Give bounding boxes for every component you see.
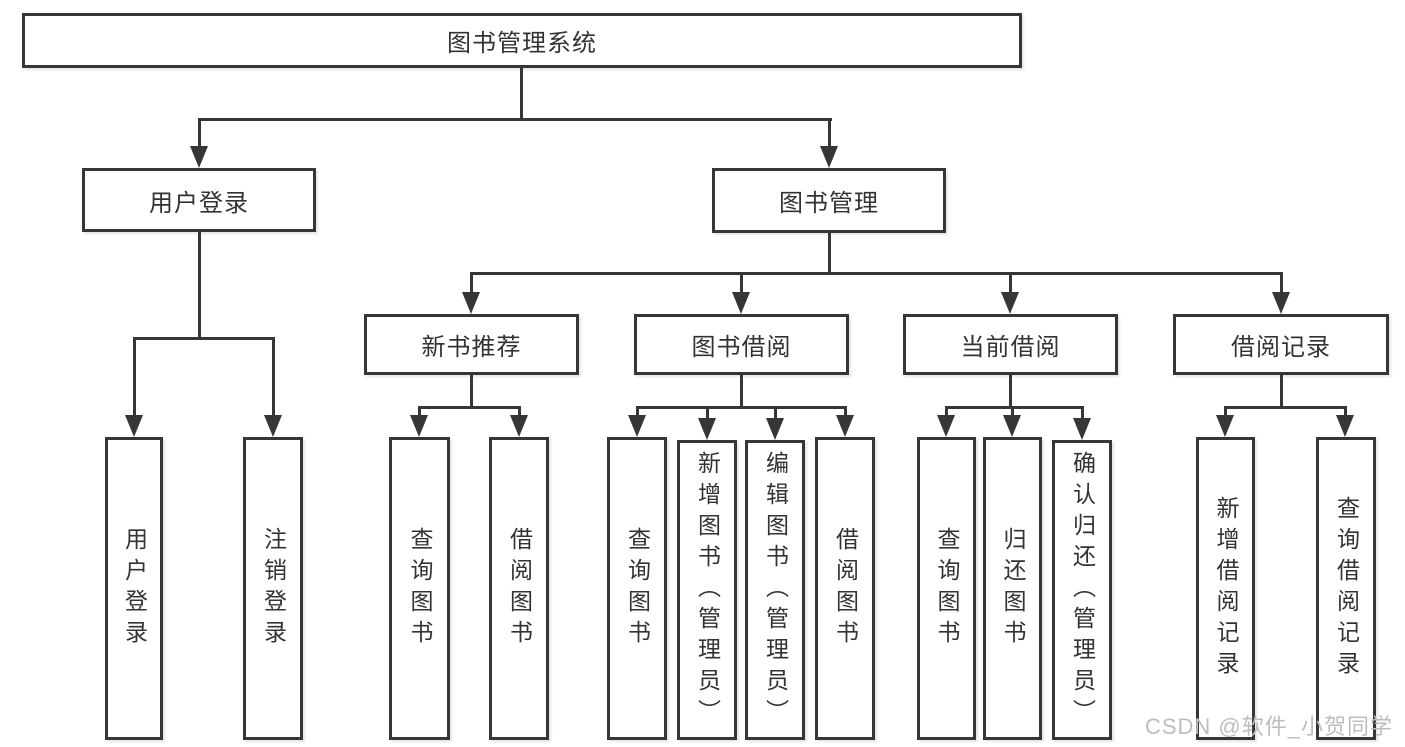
connector-stub — [133, 337, 136, 417]
leaf-label: 新增借阅记录 — [1213, 495, 1239, 682]
arrowhead-icon — [1336, 415, 1354, 437]
leaf-return-books: 归还图书 — [983, 437, 1042, 740]
node-current-borrowing: 当前借阅 — [903, 314, 1118, 375]
leaf-confirm-return-admin: 确认归还（管理员） — [1052, 440, 1112, 740]
arrowhead-icon — [264, 415, 282, 437]
arrowhead-icon — [698, 418, 716, 440]
leaf-query-borrow-record: 查询借阅记录 — [1316, 437, 1376, 740]
arrowhead-icon — [510, 415, 528, 437]
leaf-borrow-books-recommend: 借阅图书 — [489, 437, 549, 740]
node-new-book-recommend: 新书推荐 — [364, 314, 579, 375]
node-borrow-records: 借阅记录 — [1173, 314, 1389, 375]
node-label: 图书借阅 — [691, 334, 792, 361]
arrowhead-icon — [820, 146, 838, 168]
leaf-label: 编辑图书（管理员） — [762, 450, 789, 730]
node-book-borrowing: 图书借阅 — [634, 314, 849, 375]
connector-stub — [518, 406, 521, 418]
arrowhead-icon — [1003, 415, 1021, 437]
leaf-query-books-borrow: 查询图书 — [607, 437, 667, 740]
leaf-borrow-books: 借阅图书 — [815, 437, 875, 740]
leaf-label: 查询图书 — [407, 526, 433, 651]
leaf-label: 注销登录 — [260, 526, 287, 651]
node-label: 用户登录 — [149, 189, 249, 217]
connector-stub — [945, 406, 948, 418]
leaf-label: 用户登录 — [121, 526, 148, 651]
leaf-edit-book-admin: 编辑图书（管理员） — [745, 440, 805, 740]
arrowhead-icon — [1216, 415, 1234, 437]
connector-new-book-stem — [470, 375, 473, 406]
connector-stub — [844, 406, 847, 418]
connector-current-borrow-stem — [1009, 375, 1012, 406]
connector-stub — [418, 406, 421, 418]
node-label: 图书管理 — [779, 190, 879, 217]
connector-book-borrow-stem — [740, 375, 743, 406]
connector-stub — [1344, 406, 1347, 418]
leaf-label: 借阅图书 — [832, 526, 859, 651]
arrowhead-icon — [628, 415, 646, 437]
leaf-label: 归还图书 — [1000, 526, 1026, 651]
leaf-label: 确认归还（管理员） — [1069, 450, 1096, 730]
connector-stub — [636, 406, 639, 418]
leaf-query-books-recommend: 查询图书 — [389, 437, 450, 740]
arrowhead-icon — [836, 415, 854, 437]
node-label: 当前借阅 — [960, 334, 1061, 361]
connector-level1-rail — [198, 118, 832, 121]
connector-new-book-rail — [418, 406, 521, 409]
arrowhead-icon — [937, 415, 955, 437]
connector-stub — [706, 406, 709, 418]
connector-stub — [1224, 406, 1227, 418]
node-label: 图书管理系统 — [447, 30, 597, 57]
connector-root-stem — [520, 68, 523, 118]
node-label: 新书推荐 — [421, 334, 522, 361]
connector-stub — [272, 337, 275, 417]
leaf-add-book-admin: 新增图书（管理员） — [677, 440, 737, 740]
connector-borrow-records-rail — [1224, 406, 1347, 409]
connector-book-mgmt-stem — [828, 233, 831, 272]
connector-level3-rail — [470, 272, 1282, 275]
node-user-login-branch: 用户登录 — [82, 168, 316, 232]
node-library-management-system: 图书管理系统 — [22, 13, 1022, 68]
leaf-logout: 注销登录 — [243, 437, 303, 740]
node-label: 借阅记录 — [1231, 334, 1331, 361]
arrowhead-icon — [462, 292, 480, 314]
arrowhead-icon — [190, 146, 208, 168]
connector-stub — [1009, 272, 1012, 294]
connector-stub — [1280, 272, 1283, 294]
arrowhead-icon — [1001, 292, 1019, 314]
arrowhead-icon — [766, 418, 784, 440]
leaf-label: 查询图书 — [624, 526, 651, 651]
arrowhead-icon — [1073, 418, 1091, 440]
leaf-label: 查询图书 — [934, 526, 960, 651]
leaf-user-login: 用户登录 — [105, 437, 163, 740]
connector-user-login-stem — [198, 232, 201, 337]
connector-stub — [828, 118, 831, 148]
leaf-label: 借阅图书 — [506, 526, 533, 651]
arrowhead-icon — [1272, 292, 1290, 314]
connector-stub — [774, 406, 777, 418]
leaf-label: 新增图书（管理员） — [694, 450, 721, 730]
connector-stub — [740, 272, 743, 294]
arrowhead-icon — [125, 415, 143, 437]
connector-stub — [1081, 406, 1084, 418]
connector-current-borrow-rail — [945, 406, 1084, 409]
arrowhead-icon — [732, 292, 750, 314]
connector-stub — [198, 118, 201, 148]
arrowhead-icon — [410, 415, 428, 437]
connector-user-login-rail — [133, 337, 275, 340]
leaf-label: 查询借阅记录 — [1333, 495, 1360, 682]
connector-book-borrow-rail — [636, 406, 846, 409]
connector-stub — [470, 272, 473, 294]
connector-stub — [1011, 406, 1014, 418]
node-book-management: 图书管理 — [712, 168, 946, 233]
leaf-add-borrow-record: 新增借阅记录 — [1196, 437, 1255, 740]
leaf-query-books-current: 查询图书 — [917, 437, 976, 740]
connector-borrow-records-stem — [1280, 375, 1283, 406]
